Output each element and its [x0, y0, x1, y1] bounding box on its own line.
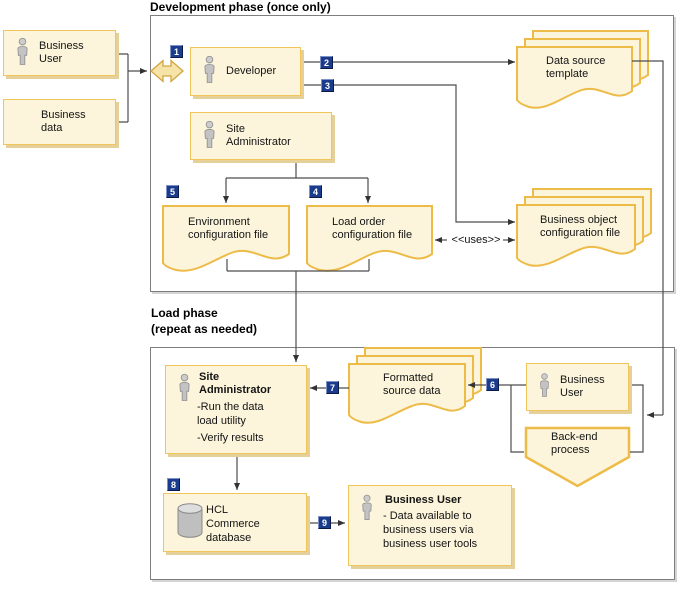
business-user-result-box: Business User - Data available to busine… — [348, 485, 512, 566]
person-icon — [177, 373, 192, 406]
site-administrator-dev-label: Site Administrator — [226, 123, 291, 148]
person-icon — [202, 55, 217, 88]
load-phase-subtitle: (repeat as needed) — [151, 322, 258, 336]
environment-config-label: Environment configuration file — [188, 216, 269, 241]
person-icon — [15, 37, 30, 70]
load-order-config-doc — [306, 205, 433, 272]
development-phase-title: Development phase (once only) — [150, 0, 331, 14]
business-user-result-description: - Data available to business users via b… — [383, 510, 478, 550]
hcl-commerce-database-label: HCL Commerce database — [206, 504, 260, 544]
back-end-process-shape — [524, 426, 631, 488]
step-badge-1: 1 — [170, 45, 183, 58]
step-badge-6: 6 — [486, 378, 499, 391]
load-order-config-label: Load order configuration file — [332, 216, 413, 241]
person-icon — [360, 494, 374, 525]
business-user-box: Business User — [3, 30, 116, 76]
developer-box: Developer — [190, 47, 301, 96]
data-source-template-doc — [516, 30, 649, 109]
site-administrator-load-box: Site Administrator -Run the data load ut… — [165, 365, 307, 454]
database-icon — [177, 503, 203, 542]
business-object-config-label: Business object configuration file — [540, 214, 621, 239]
site-administrator-task1: -Run the data load utility — [197, 401, 264, 427]
load-phase-title: Load phase — [151, 306, 218, 320]
formatted-source-data-label: Formatted source data — [383, 372, 441, 397]
business-user-load-box: Business User — [526, 363, 629, 411]
step-badge-9: 9 — [318, 516, 331, 529]
back-end-process-label: Back-end process — [551, 431, 598, 456]
business-data-box: Business data — [3, 99, 116, 145]
person-icon — [538, 372, 551, 402]
site-administrator-task2: -Verify results — [197, 432, 264, 444]
business-object-config-doc — [516, 188, 652, 267]
site-administrator-load-title: Site Administrator — [199, 371, 272, 396]
business-data-label: Business data — [41, 109, 86, 134]
step-badge-2: 2 — [320, 56, 333, 69]
hcl-commerce-database-box: HCL Commerce database — [163, 493, 307, 552]
development-phase-box — [150, 15, 674, 292]
step-badge-3: 3 — [321, 79, 334, 92]
step-badge-7: 7 — [326, 381, 339, 394]
business-user-load-label: Business User — [560, 374, 605, 399]
business-user-label: Business User — [39, 40, 84, 65]
uses-label: <<uses>> — [451, 234, 501, 246]
exchange-arrow-icon — [150, 59, 184, 83]
formatted-source-data-doc — [348, 347, 482, 424]
step-badge-8: 8 — [167, 478, 180, 491]
developer-label: Developer — [226, 65, 277, 77]
person-icon — [202, 120, 217, 153]
step-badge-4: 4 — [309, 185, 322, 198]
data-source-template-label: Data source template — [546, 55, 606, 80]
business-user-result-title: Business User — [385, 494, 462, 506]
environment-config-doc — [162, 205, 290, 272]
step-badge-5: 5 — [166, 185, 179, 198]
site-administrator-dev-box: Site Administrator — [190, 112, 332, 160]
